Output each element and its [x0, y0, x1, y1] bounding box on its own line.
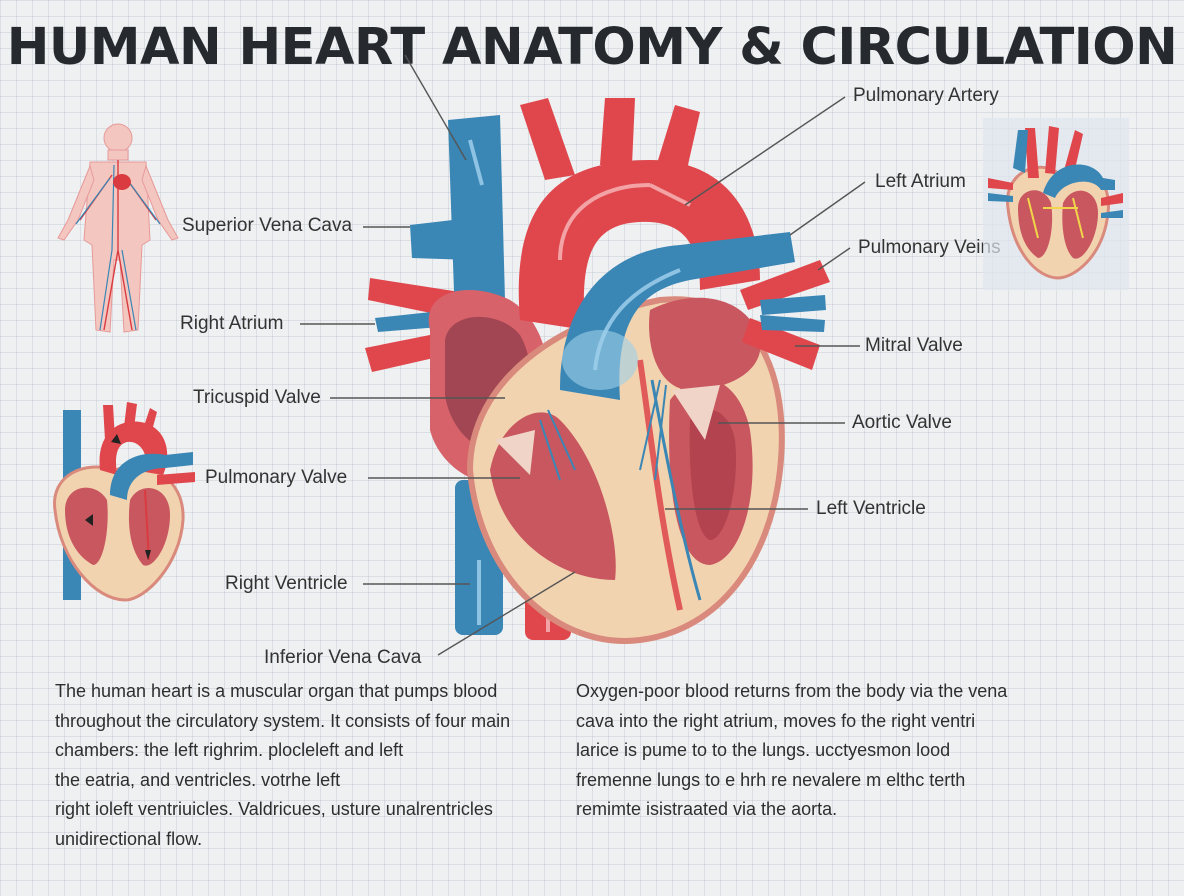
mini-heart-icon: [113, 174, 131, 190]
desc-right-line-5: remimte isistraated via the aorta.: [576, 799, 838, 819]
label-left-ventricle: Left Ventricle: [816, 498, 926, 519]
label-tricuspid-valve: Tricuspid Valve: [193, 387, 321, 408]
left-atrium-chamber: [649, 297, 761, 390]
desc-left-line-4: the eatria, and ventricles. votrhe left: [55, 769, 341, 790]
page-title: HUMAN HEART ANATOMY & CIRCULATION: [6, 18, 1178, 77]
label-right-ventricle: Right Ventricle: [225, 573, 348, 594]
label-pulmonary-valve: Pulmonary Valve: [205, 467, 348, 488]
description-right: Oxygen-poor blood returns from the body …: [576, 677, 1007, 825]
aortic-valve-shape: [672, 385, 720, 440]
heart-cross-section-inset: [983, 118, 1129, 290]
label-pulmonary-artery: Pulmonary Artery: [853, 85, 999, 106]
aortic-branch-3: [655, 105, 700, 178]
desc-right-line-4: fremenne lungs to e hrh re nevalere m el…: [576, 769, 966, 790]
desc-left-line-5: right ioleft ventriuicles. Valdricues, u…: [55, 799, 493, 819]
desc-right-line-2: cava into the right atrium, moves fo the…: [576, 710, 976, 731]
aortic-branch-1: [520, 98, 575, 180]
label-right-atrium: Right Atrium: [180, 313, 284, 334]
description-left: The human heart is a muscular organ that…: [55, 677, 510, 854]
label-aortic-valve: Aortic Valve: [852, 412, 952, 433]
label-pulmonary-veins: Pulmonary Veins: [858, 237, 1001, 258]
body-circulation-inset: [57, 123, 179, 333]
tricuspid-valve-shape: [495, 430, 535, 475]
desc-right-line-3: larice is pume to to the lungs. ucctyesm…: [576, 740, 951, 760]
desc-left-line-3: chambers: the left righrim. plocleleft a…: [55, 740, 404, 760]
left-pulmonary-veins: [740, 260, 830, 310]
desc-left-line-2: throughout the circulatory system. It co…: [55, 710, 511, 731]
label-superior-vena-cava: Superior Vena Cava: [182, 215, 353, 236]
superior-vena-cava-vessel: [448, 115, 505, 320]
desc-left-line-1: The human heart is a muscular organ that…: [55, 681, 498, 701]
label-left-atrium: Left Atrium: [875, 171, 966, 192]
desc-right-line-1: Oxygen-poor blood returns from the body …: [576, 681, 1008, 701]
aortic-branch-2: [600, 98, 635, 165]
label-mitral-valve: Mitral Valve: [865, 335, 963, 356]
blood-flow-inset: [53, 402, 195, 602]
label-inferior-vena-cava: Inferior Vena Cava: [264, 647, 422, 668]
desc-left-line-6: unidirectional flow.: [55, 828, 203, 849]
